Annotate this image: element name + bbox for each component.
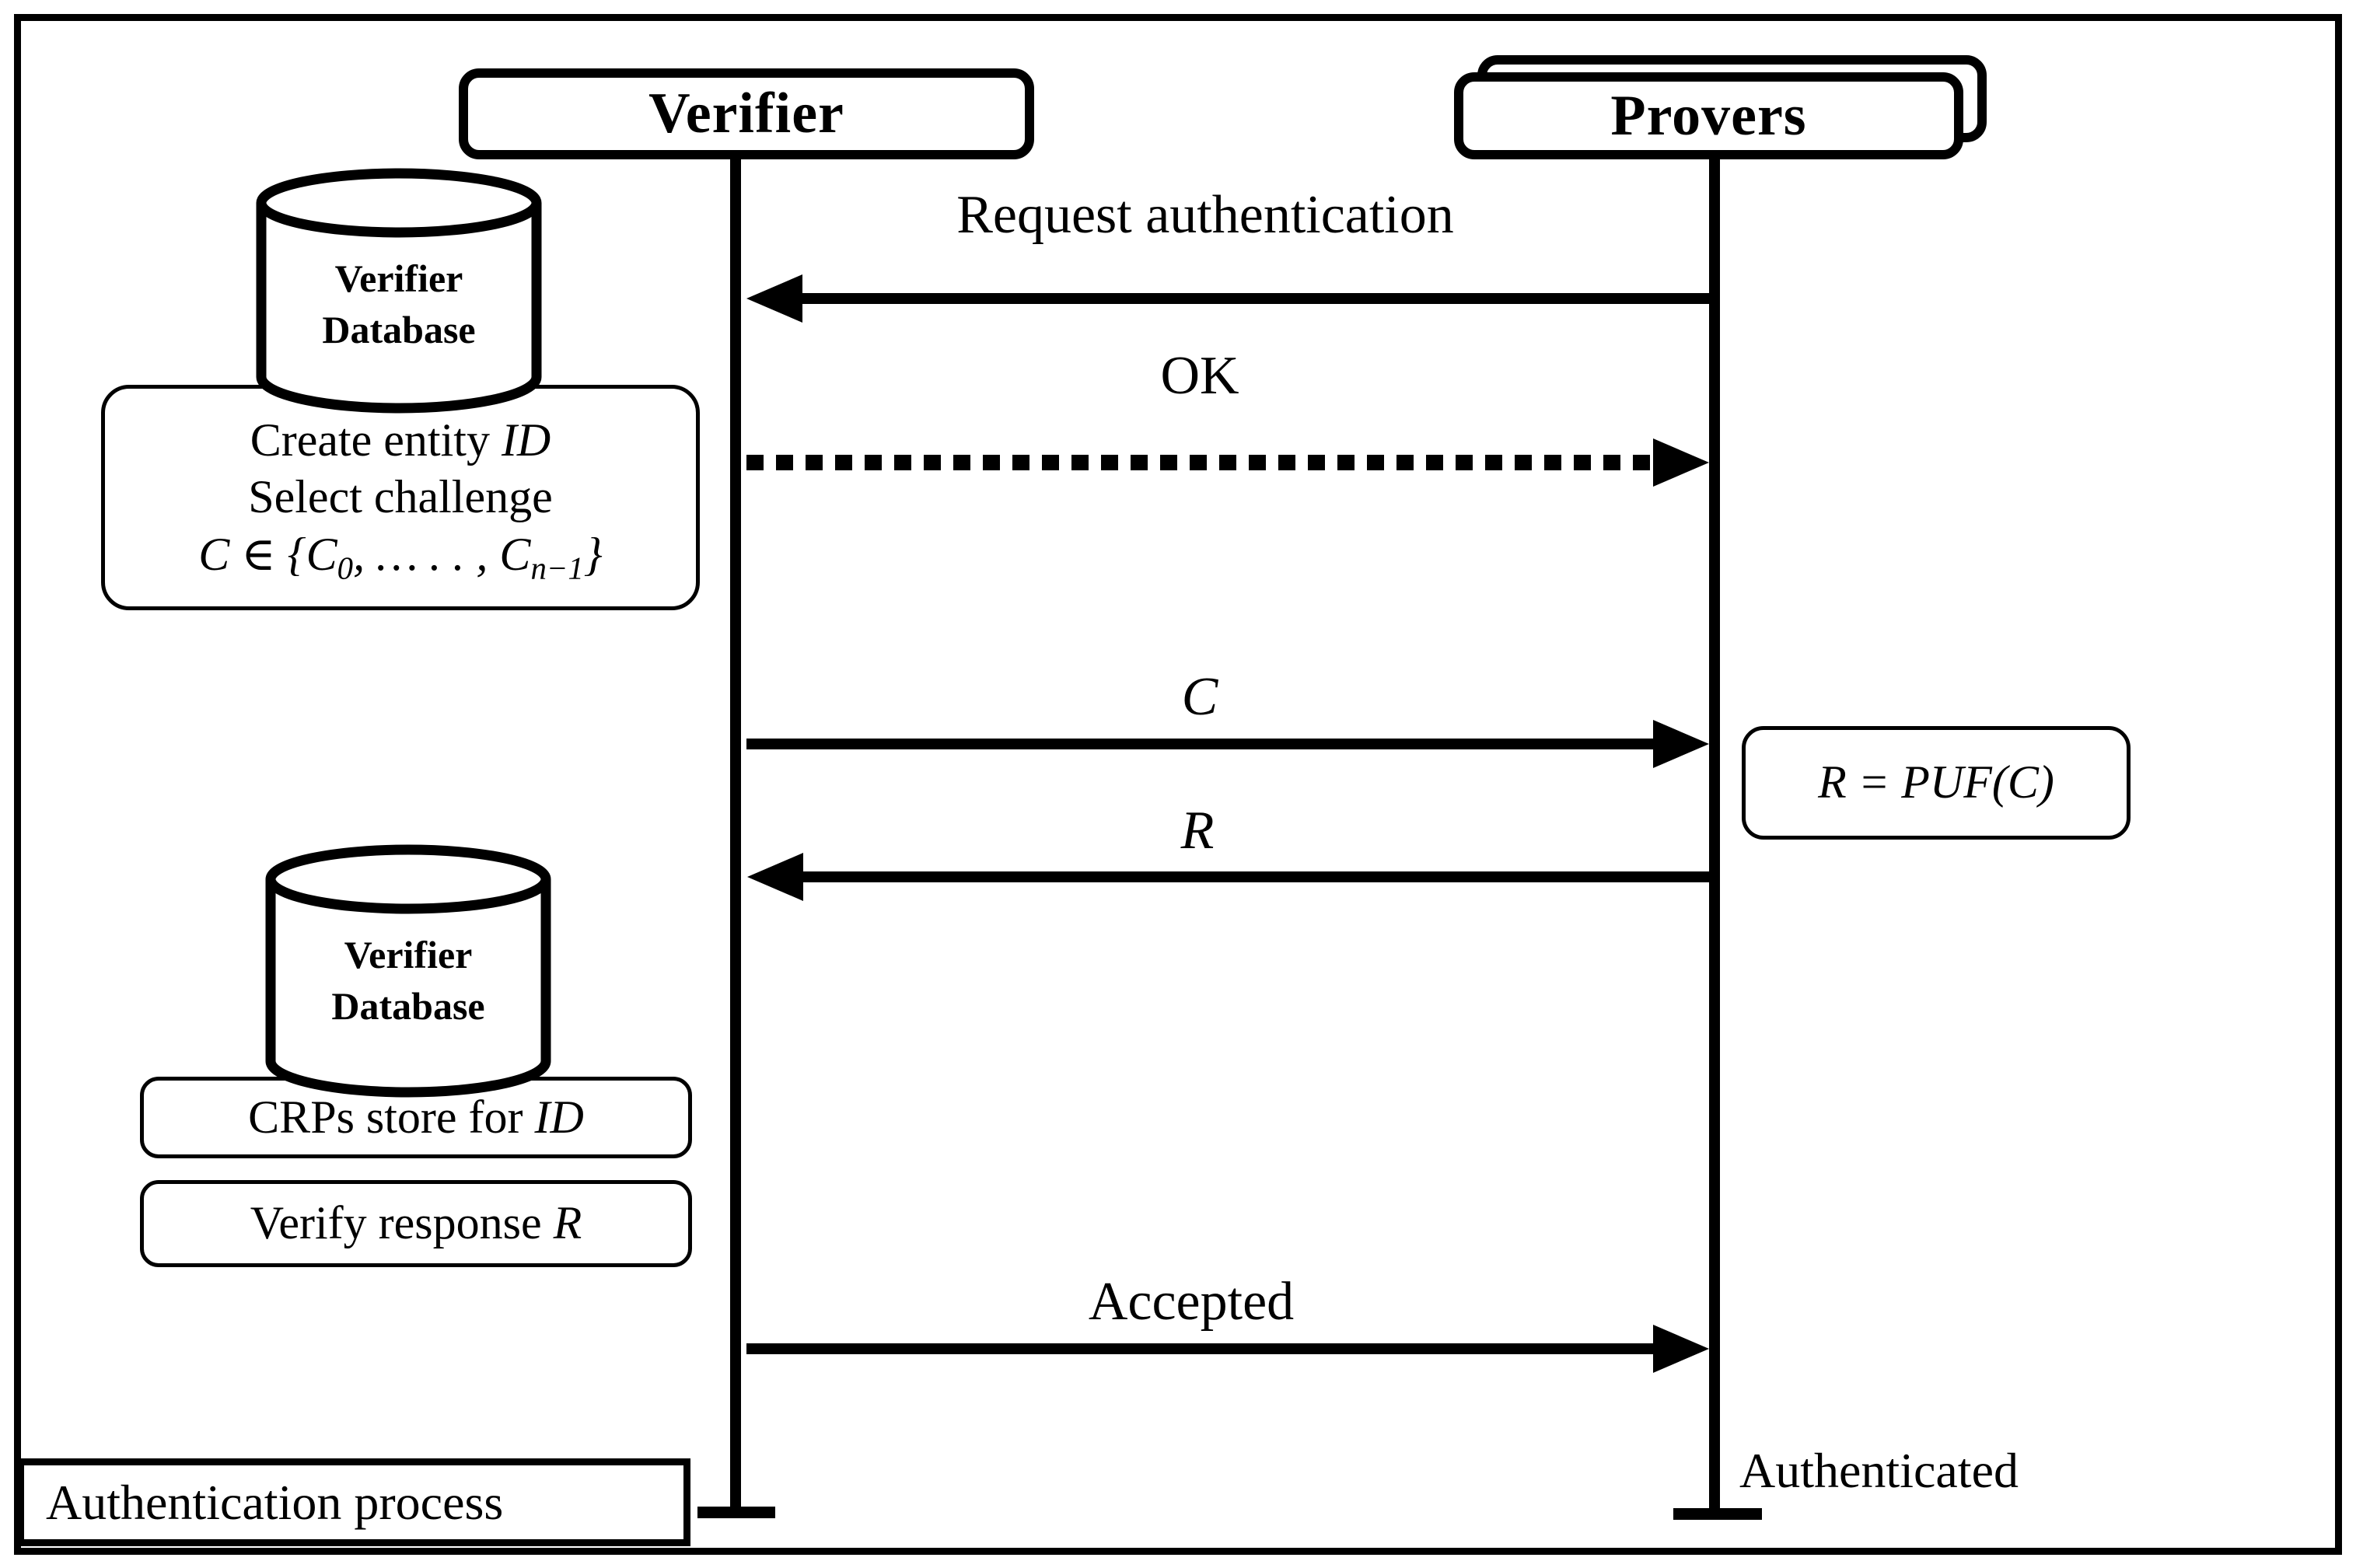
database-cylinder-icon [265,844,551,1098]
provers-actor-label: Provers [1610,83,1807,148]
ok-dotted-arrow-line [746,455,1655,470]
authenticated-label: Authenticated [1739,1443,2019,1498]
verifier-lifeline-end [697,1507,775,1518]
accepted-arrowhead-icon [1653,1325,1709,1373]
authentication-process-label: Authentication process [46,1474,504,1530]
challenge-arrow-line [746,739,1655,749]
accepted-label: Accepted [1088,1272,1295,1332]
diagram-border [14,14,2342,1555]
provers-lifeline [1709,158,1720,1516]
provers-actor-box: Provers [1454,72,1963,159]
response-arrow-line [801,871,1715,882]
request-arrow-line [801,293,1715,304]
challenge-label: C [1181,667,1218,727]
crps-store-line: CRPs store for ID [248,1091,584,1143]
verifier-database-bottom-label: Verifier Database [331,933,485,1028]
verifier-database-top: Verifier Database [255,166,543,430]
provers-lifeline-end [1673,1508,1762,1520]
verifier-lifeline [730,158,741,1516]
response-label: R [1180,801,1215,861]
create-entity-note: Create entity ID Select challenge C ∈ {C… [101,385,700,610]
ok-arrowhead-icon [1653,438,1709,487]
authentication-process-box: Authentication process [17,1458,690,1546]
ok-label: OK [1160,346,1239,406]
accepted-arrow-line [746,1343,1655,1354]
puf-computation-note: R = PUF(C) [1742,726,2131,840]
verifier-database-top-label: Verifier Database [322,257,476,351]
verify-response-line: Verify response R [250,1197,582,1249]
database-cylinder-icon [256,168,542,414]
response-arrowhead-icon [747,853,803,901]
create-entity-line1: Create entity ID [250,414,551,466]
challenge-arrowhead-icon [1653,720,1709,768]
verifier-actor-box: Verifier [459,68,1034,159]
verify-response-note: Verify response R [140,1180,692,1267]
verifier-actor-label: Verifier [648,82,844,145]
request-arrowhead-icon [746,274,802,323]
verifier-database-bottom: Verifier Database [264,842,552,1114]
puf-formula: R = PUF(C) [1818,756,2054,808]
select-challenge-line: Select challenge [248,471,553,523]
challenge-set-line: C ∈ {C0, … . . , Cn−1} [198,528,603,586]
request-authentication-label: Request authentication [956,185,1454,245]
